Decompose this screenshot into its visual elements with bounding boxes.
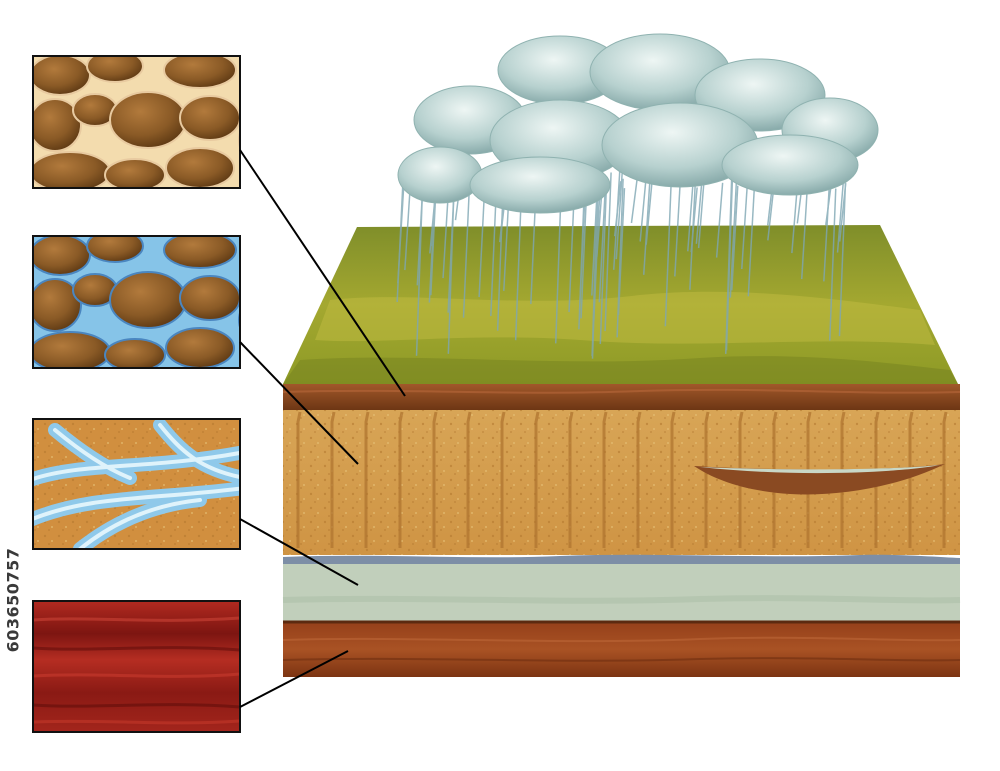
leader-bedrock: [239, 650, 349, 708]
soil-grain: [109, 91, 187, 149]
rain-streak: [741, 176, 749, 270]
rain-streak: [697, 173, 706, 249]
water-table-line: [283, 554, 960, 564]
soil-grain: [179, 95, 240, 141]
rain-streak: [674, 171, 682, 277]
rain-streak: [823, 176, 831, 282]
inset-bedrock-texture: [32, 600, 241, 733]
root-channel: [534, 411, 540, 548]
root-channel: [364, 411, 370, 548]
rain-cloud-icon: [396, 33, 879, 359]
rain-streak: [599, 189, 608, 345]
rain-streak: [747, 188, 756, 297]
soil-grain: [33, 98, 82, 152]
leader-aquifer: [239, 341, 359, 465]
soil-grain: [86, 236, 144, 263]
rain-streak: [591, 171, 599, 357]
rain-streak: [447, 187, 455, 313]
rain-streak: [731, 185, 739, 291]
aquitard-clay-layer: [283, 564, 960, 622]
root-channel: [704, 411, 710, 548]
soil-block: [282, 225, 961, 677]
rain-streak: [604, 172, 612, 332]
rain-streak: [630, 176, 639, 224]
root-channel: [500, 411, 506, 548]
rain-streak: [598, 187, 607, 303]
rain-streak: [615, 170, 624, 260]
bedrock-layer: [283, 622, 960, 677]
soil-grain: [109, 271, 187, 329]
soil-grain: [104, 338, 166, 368]
stock-id-text: 603650757: [3, 547, 23, 653]
rain-streak: [695, 175, 704, 244]
rain-streak: [612, 171, 621, 270]
root-channel: [466, 411, 472, 548]
leader-lines: [239, 149, 406, 708]
rain-streak: [836, 178, 845, 253]
rain-streak: [800, 180, 809, 280]
rain-streak: [838, 183, 847, 242]
root-channel: [602, 411, 608, 548]
rain-streak: [838, 182, 847, 337]
soil-grain: [163, 56, 237, 89]
rain-streak: [829, 188, 837, 341]
rain-streak: [639, 176, 647, 242]
rain-streak: [715, 182, 724, 258]
soil-grain: [33, 331, 111, 368]
soil-grain: [33, 236, 91, 276]
rain-streak: [664, 178, 673, 327]
rain-streak: [617, 188, 626, 315]
leader-clay: [239, 518, 359, 586]
root-channel: [330, 411, 336, 548]
soil-grain: [33, 278, 82, 332]
rain-streak: [397, 185, 405, 284]
soil-grain: [86, 56, 144, 83]
soil-grain: [33, 56, 91, 96]
root-channel: [398, 411, 404, 548]
stock-id-watermark: 603650757: [2, 535, 24, 665]
root-channel: [296, 411, 302, 548]
rain-streak: [690, 187, 698, 253]
root-channel: [432, 411, 438, 548]
soil-grain: [238, 310, 240, 330]
root-channel: [942, 411, 948, 548]
soil-grain: [179, 275, 240, 321]
inset-groundwater-channels: [32, 418, 241, 550]
rain-streak: [729, 182, 738, 298]
rain-streak: [462, 184, 471, 318]
soil-grain: [165, 327, 235, 368]
inset-saturated-pores: [32, 235, 241, 369]
soil-grain: [163, 236, 237, 269]
perched-water-lens: [694, 464, 945, 495]
inset-unsaturated-pores: [32, 55, 241, 189]
root-channel: [636, 411, 642, 548]
rain-streak: [725, 176, 734, 351]
leader-topsoil: [239, 149, 406, 397]
rain-streak: [767, 186, 775, 241]
rain-streak: [645, 179, 653, 245]
rain-streak: [642, 182, 651, 275]
topsoil-layer: [283, 384, 960, 410]
soil-grain: [33, 151, 111, 188]
rain-streak: [593, 187, 601, 322]
root-channel: [568, 411, 574, 548]
root-channel: [670, 411, 676, 548]
soil-grain: [165, 147, 235, 188]
soil-grain: [104, 158, 166, 188]
grass-shading: [315, 291, 935, 345]
